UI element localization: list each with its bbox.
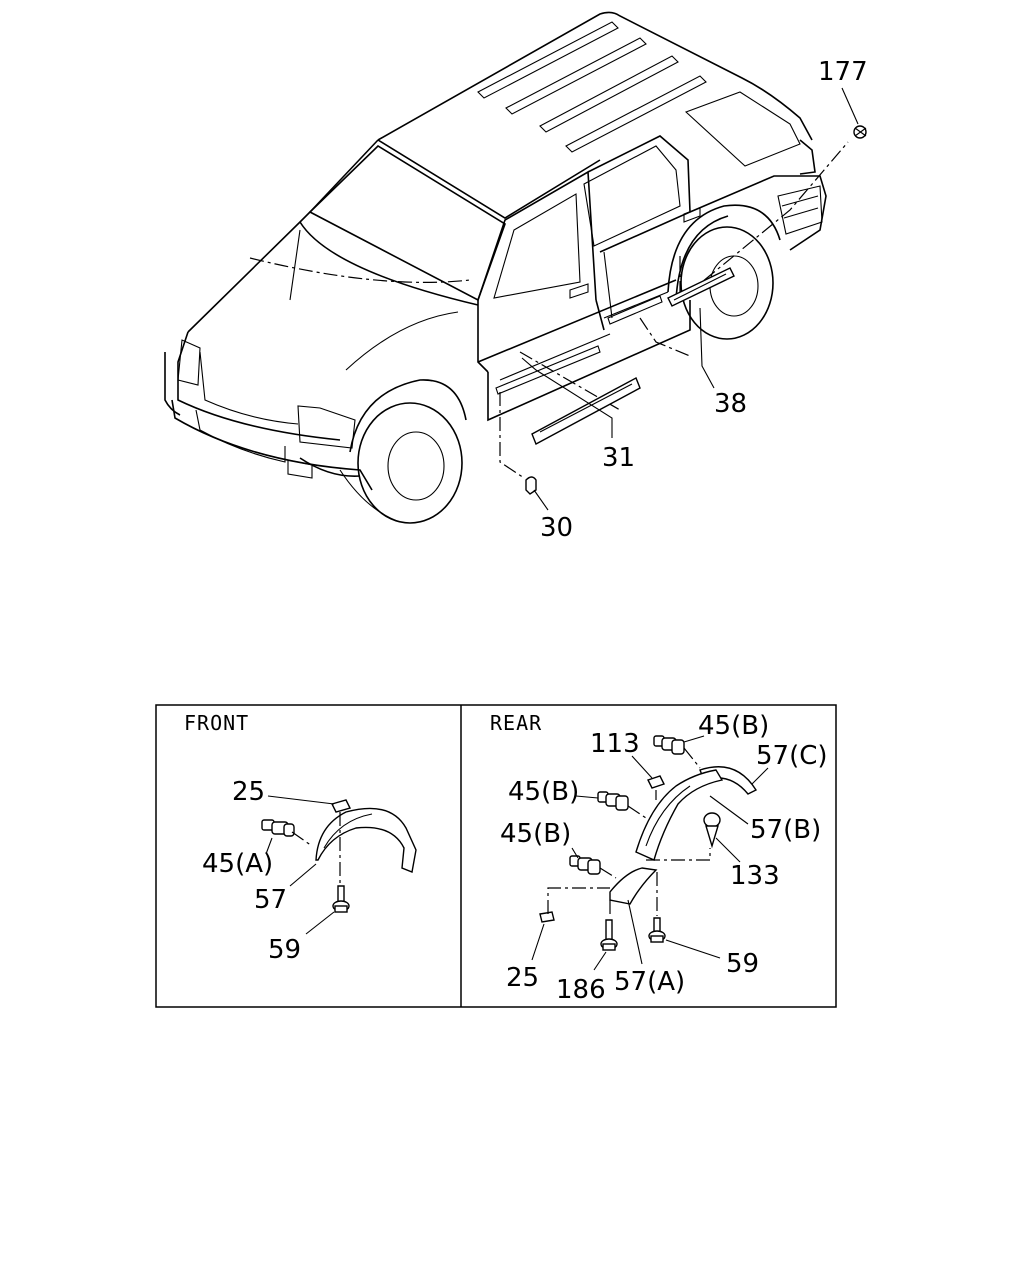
callout-rear-45b-mid: 45(B) [508,777,579,807]
vehicle-illustration [164,11,849,524]
bolt-59-front [332,885,350,913]
rear-panel: REAR [490,711,828,1005]
screw-177 [853,125,867,139]
callout-30: 30 [540,513,573,543]
callout-rear-133: 133 [730,861,780,891]
front-panel: FRONT 25 45(A) 57 59 [184,711,417,965]
bolt-45b-mid [597,791,629,811]
screw-133 [703,812,721,849]
callout-rear-113: 113 [590,729,640,759]
rear-heading: REAR [490,711,542,735]
callout-38: 38 [714,389,747,419]
callout-front-59: 59 [268,935,301,965]
bolt-59-rear [648,917,666,943]
callout-front-45a: 45(A) [202,849,273,879]
callout-rear-25: 25 [506,963,539,993]
detail-frame [155,704,837,1008]
callout-rear-57a: 57(A) [614,967,685,997]
callout-rear-45b-top: 45(B) [698,711,769,741]
bolt-45b-top [653,735,685,755]
callout-front-25: 25 [232,777,265,807]
callout-rear-57b: 57(B) [750,815,821,845]
bolt-45a [261,819,295,837]
bolt-45b-low [569,855,601,875]
callout-rear-59: 59 [726,949,759,979]
bolt-186 [600,919,618,951]
rear-moulding-38 [667,267,735,307]
callout-rear-57c: 57(C) [756,741,828,771]
callout-front-57: 57 [254,885,287,915]
callout-177: 177 [818,57,868,87]
clip-30 [525,476,537,495]
callout-31: 31 [602,443,635,473]
front-heading: FRONT [184,711,249,735]
side-moulding-31 [531,377,641,445]
callout-rear-45b-low: 45(B) [500,819,571,849]
callout-rear-186: 186 [556,975,606,1005]
